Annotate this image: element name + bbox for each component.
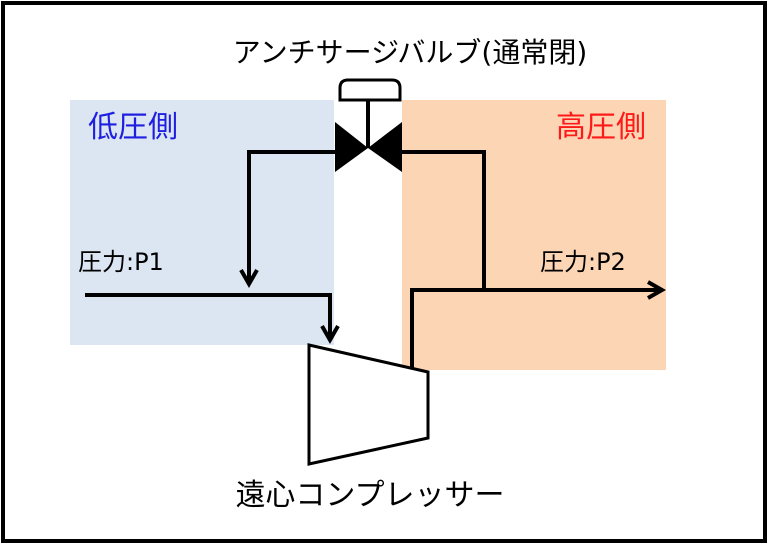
bypass-pipe-high (402, 150, 486, 290)
bypass-arrow-head (239, 269, 259, 289)
discharge-arrow-head (647, 280, 667, 300)
inlet-pipe (85, 293, 332, 338)
compressor-label: 遠心コンプレッサー (235, 478, 504, 513)
bypass-pipe-low (247, 150, 335, 280)
compressor-icon (307, 343, 430, 466)
discharge-pipe (410, 288, 660, 368)
valve-body-left (335, 122, 368, 172)
valve-icon (335, 78, 402, 172)
high-pressure-region (402, 100, 666, 370)
valve-actuator (338, 78, 402, 102)
low-pressure-region (70, 100, 334, 345)
low-side-label: 低圧側 (88, 110, 178, 145)
valve-label: アンチサージバルブ(通常閉) (233, 36, 588, 69)
piping (85, 150, 667, 368)
valve-body-right (368, 122, 402, 172)
pressure-p1-label: 圧力:P1 (78, 248, 164, 276)
pressure-p2-label: 圧力:P2 (540, 248, 626, 276)
inlet-arrow-head (320, 325, 340, 345)
high-side-label: 高圧側 (556, 110, 646, 145)
